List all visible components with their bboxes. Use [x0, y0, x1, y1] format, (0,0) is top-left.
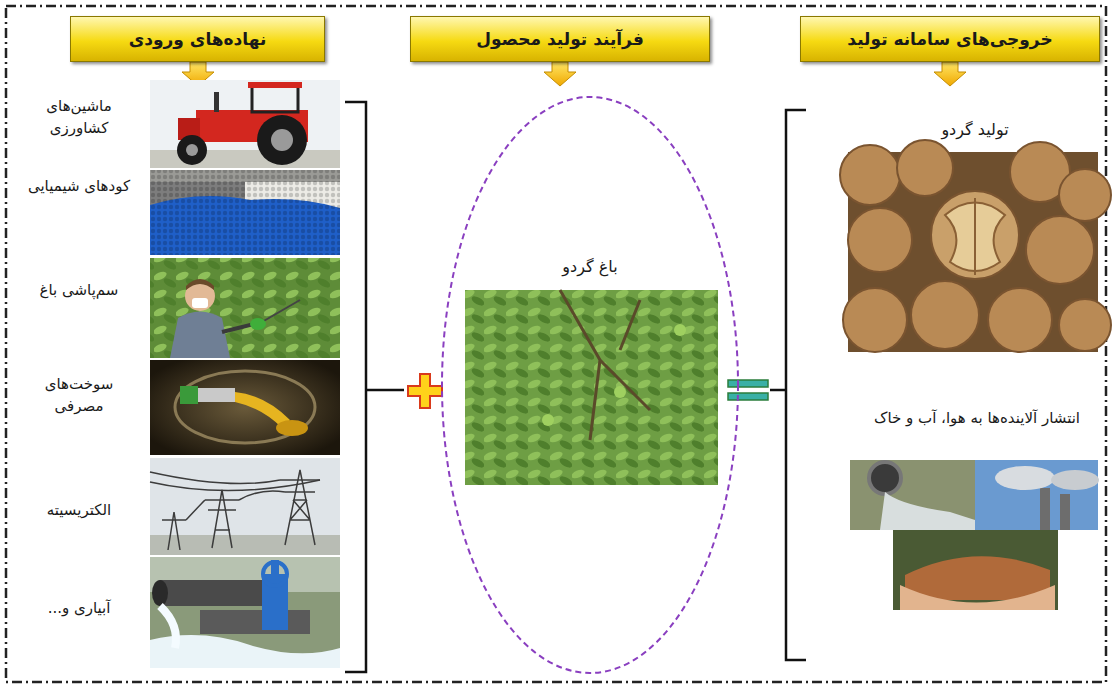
fertilizer-photo [150, 170, 340, 255]
fuel-photo [150, 360, 340, 455]
input-label: آبیاری و... [18, 598, 140, 620]
input-label: کودهای شیمیایی [18, 176, 140, 198]
process-ellipse: باغ گردو [440, 95, 740, 675]
walnuts-photo [840, 140, 1111, 352]
orchard-photo [465, 290, 718, 485]
header-text: نهاده‌های ورودی [121, 29, 275, 49]
header-banner: نهاده‌های ورودی [70, 16, 325, 62]
ellipse-outline [440, 95, 740, 675]
tractor-photo [150, 80, 340, 168]
output-label: تولید گردو [850, 118, 1100, 141]
header-banner: فرآیند تولید محصول [410, 16, 710, 62]
input-label: سوخت‌های مصرفی [18, 374, 140, 418]
process-label: باغ گردو [440, 257, 740, 276]
frame [6, 6, 1106, 682]
pollution-photos [850, 460, 1099, 610]
output-label: انتشار آلاینده‌ها به هوا، آب و خاک [850, 408, 1104, 430]
header-banner: خروجی‌های سامانه تولید [800, 16, 1100, 62]
plus-sign [408, 374, 442, 408]
power-lines-photo [150, 458, 340, 555]
header-text: خروجی‌های سامانه تولید [839, 29, 1060, 49]
irrigation-photo [150, 557, 340, 668]
header-text: فرآیند تولید محصول [468, 29, 652, 49]
input-label: الکتریسیته [18, 500, 140, 522]
input-label: ماشین‌های کشاورزی [18, 96, 140, 140]
brackets [345, 102, 806, 672]
equals-sign [728, 380, 768, 400]
spraying-photo [150, 258, 340, 358]
input-label: سم‌پاشی باغ [18, 280, 140, 302]
